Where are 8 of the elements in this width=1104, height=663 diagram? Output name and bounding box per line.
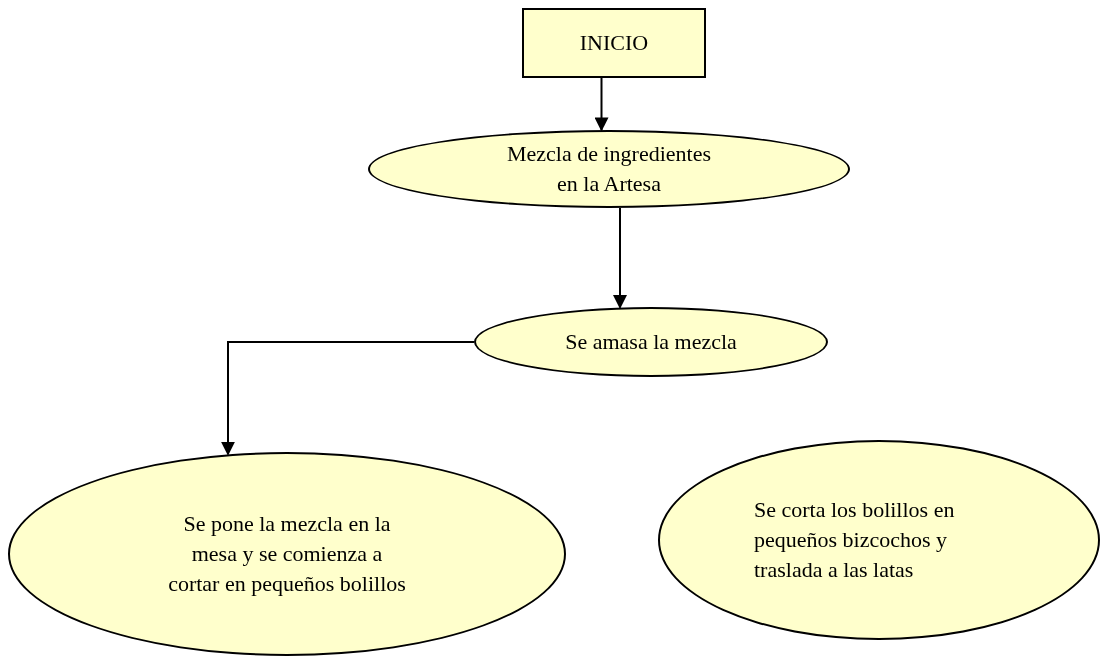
node-text: Se amasa la mezcla <box>565 328 737 356</box>
start-box <box>522 8 706 78</box>
arrow <box>594 77 609 132</box>
arrow <box>613 206 627 309</box>
node-text: Se pone la mezcla en la mesa y se comienza a cortar en pequeños bolillos <box>167 510 407 598</box>
node-text: INICIO <box>579 29 649 57</box>
node-text: Mezcla de ingredientes en la Artesa <box>506 140 712 198</box>
node-text: Se corta los bolillos en pequeños bizcochos y traslada a las latas <box>754 496 956 584</box>
